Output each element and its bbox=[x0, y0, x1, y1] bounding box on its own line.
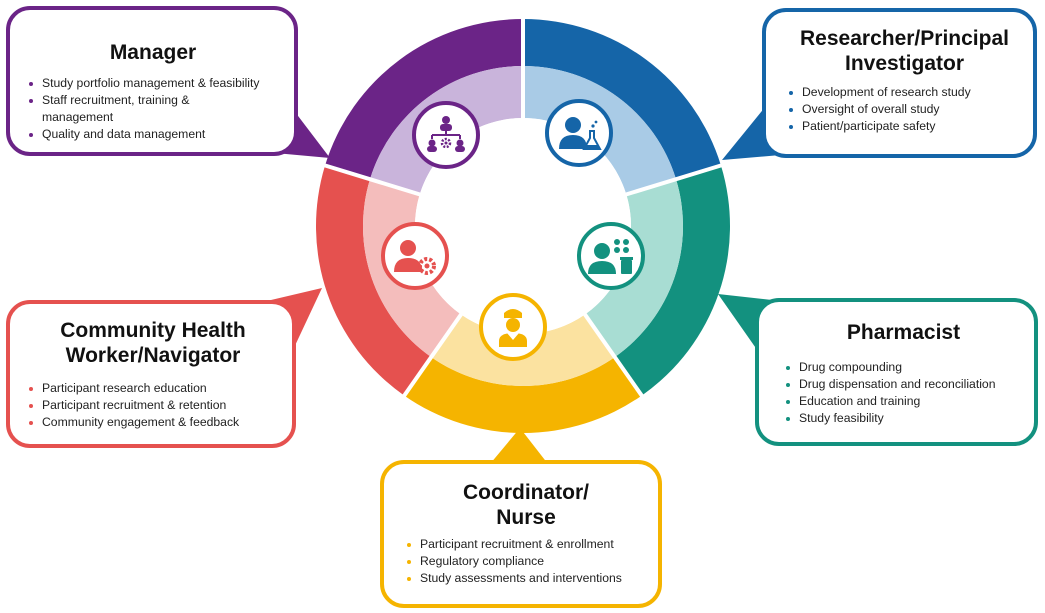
list-item: Education and training bbox=[781, 393, 1026, 410]
researcher-title: Researcher/Principal Investigator bbox=[784, 26, 1025, 76]
org-chart-gear-icon bbox=[412, 101, 480, 169]
researcher-title-line1: Researcher/Principal bbox=[800, 27, 1009, 50]
coordinator-list: Participant recruitment & enrollment Reg… bbox=[402, 536, 650, 587]
list-item: Quality and data management bbox=[24, 126, 282, 143]
segment-divider bbox=[582, 311, 645, 399]
coordinator-callout: Coordinator/ Nurse Participant recruitme… bbox=[380, 460, 662, 608]
list-item: Staff recruitment, training & bbox=[24, 92, 282, 109]
coordinator-outer-segment bbox=[404, 357, 642, 433]
wheel bbox=[316, 17, 731, 433]
list-item: Study feasibility bbox=[781, 410, 1026, 427]
chw-list: Participant research education Participa… bbox=[24, 380, 282, 431]
manager-outer-segment bbox=[325, 19, 523, 180]
list-item: Patient/participate safety bbox=[784, 118, 1025, 135]
chw-outer-segment bbox=[316, 165, 432, 396]
coordinator-pointer bbox=[490, 428, 548, 464]
list-item: Oversight of overall study bbox=[784, 101, 1025, 118]
pharmacist-outer-segment bbox=[614, 165, 731, 396]
list-item: Development of research study bbox=[784, 84, 1025, 101]
pharmacist-list: Drug compounding Drug dispensation and r… bbox=[781, 359, 1026, 427]
chw-callout: Community Health Worker/Navigator Partic… bbox=[6, 300, 296, 448]
manager-callout: Manager Study portfolio management & fea… bbox=[6, 6, 298, 156]
person-flask-icon bbox=[545, 99, 613, 167]
chw-title-line2: Worker/Navigator bbox=[65, 344, 241, 367]
manager-title: Manager bbox=[109, 41, 197, 64]
pharmacist-title: Pharmacist bbox=[846, 321, 961, 344]
role-icons bbox=[381, 99, 645, 361]
chw-title: Community Health Worker/Navigator bbox=[24, 318, 282, 368]
segment-divider bbox=[401, 311, 464, 399]
chw-title-line1: Community Health bbox=[60, 319, 246, 342]
coordinator-title: Coordinator/ Nurse bbox=[402, 480, 650, 530]
pharmacist-callout: Pharmacist Drug compounding Drug dispens… bbox=[755, 298, 1038, 446]
segment-divider bbox=[322, 162, 423, 197]
researcher-outer-segment bbox=[523, 19, 721, 180]
segment-divider bbox=[623, 162, 724, 197]
person-gear-icon bbox=[381, 222, 449, 290]
researcher-list: Development of research study Oversight … bbox=[784, 84, 1025, 135]
list-item: Regulatory compliance bbox=[402, 553, 650, 570]
list-item: Drug compounding bbox=[781, 359, 1026, 376]
list-item: Participant recruitment & enrollment bbox=[402, 536, 650, 553]
researcher-callout: Researcher/Principal Investigator Develo… bbox=[762, 8, 1037, 158]
person-pills-icon bbox=[577, 222, 645, 290]
list-item-continuation: management bbox=[42, 110, 114, 124]
researcher-title-line2: Investigator bbox=[844, 52, 965, 75]
coordinator-title-line2: Nurse bbox=[496, 506, 556, 529]
list-item: Participant recruitment & retention bbox=[24, 397, 282, 414]
list-item: Community engagement & feedback bbox=[24, 414, 282, 431]
manager-list: Study portfolio management & feasibility… bbox=[24, 75, 282, 143]
list-item: Participant research education bbox=[24, 380, 282, 397]
list-item: Drug dispensation and reconciliation bbox=[781, 376, 1026, 393]
wheel-center bbox=[415, 118, 631, 334]
list-item: Study assessments and interventions bbox=[402, 570, 650, 587]
nurse-icon bbox=[479, 293, 547, 361]
coordinator-title-line1: Coordinator/ bbox=[463, 481, 589, 504]
list-item: Study portfolio management & feasibility bbox=[24, 75, 282, 92]
